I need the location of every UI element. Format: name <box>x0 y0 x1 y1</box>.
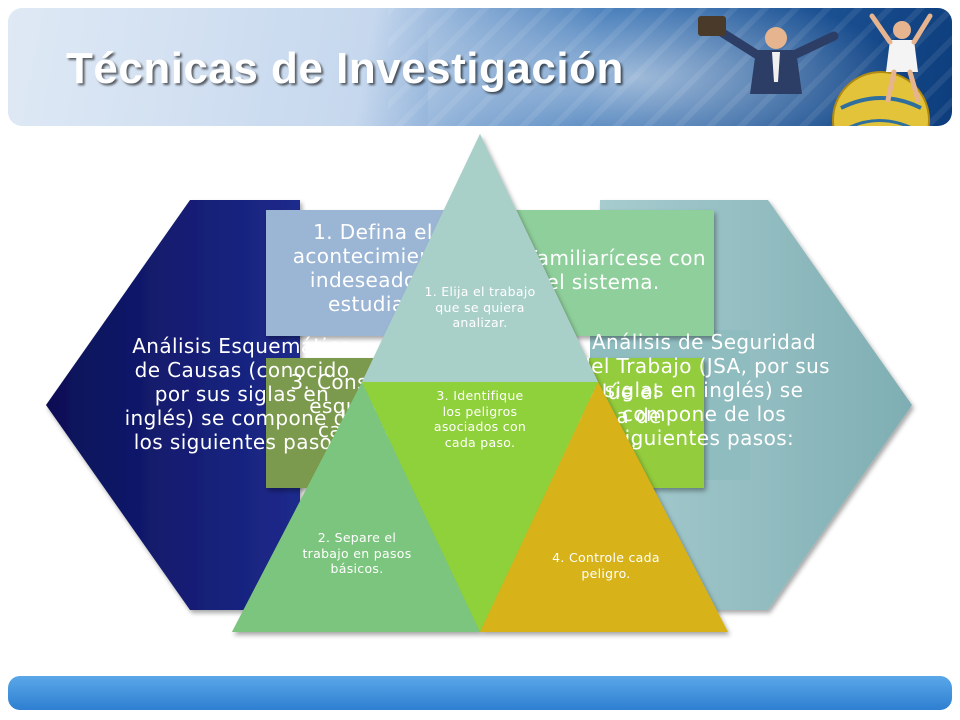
header-banner: Técnicas de Investigación <box>8 8 952 126</box>
footer-bar <box>8 676 952 710</box>
page-title: Técnicas de Investigación <box>66 44 624 93</box>
triangle-3-text: 3. Identifique los peligros asociados co… <box>433 388 527 450</box>
header-businesspeople-image <box>698 13 933 126</box>
triangle-4-text: 4. Controle cada peligro. <box>552 550 660 581</box>
triangle-2-text: 2. Separe el trabajo en pasos básicos. <box>302 530 412 577</box>
triangle-1-text: 1. Elija el trabajo que se quiera analiz… <box>424 284 536 331</box>
